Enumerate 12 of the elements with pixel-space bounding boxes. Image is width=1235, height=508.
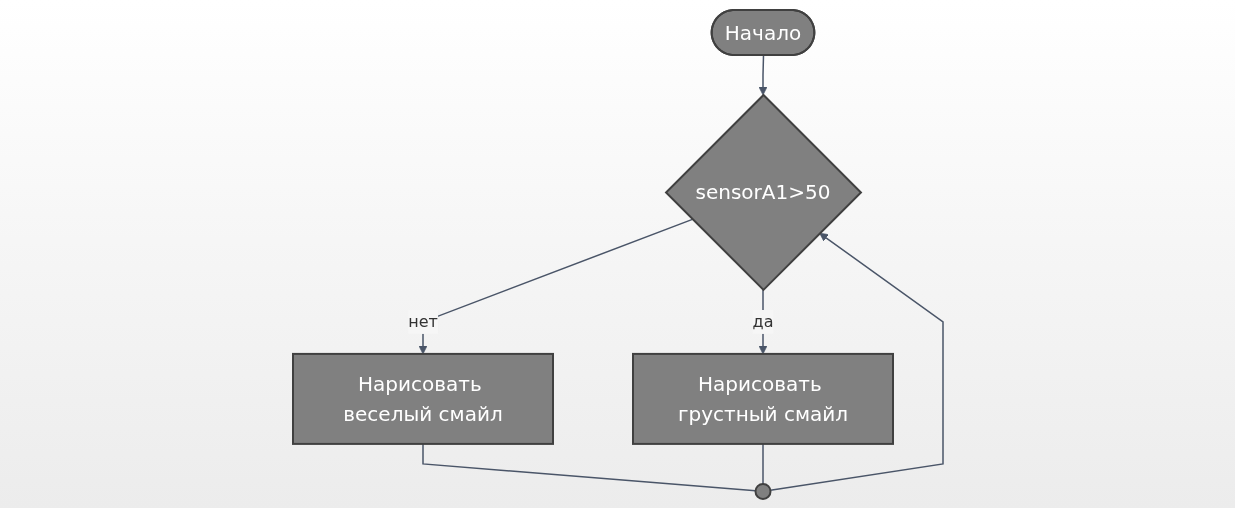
node-diamond: sensorA1>50 — [664, 93, 862, 291]
node-circle — [754, 482, 771, 500]
arrow — [758, 54, 767, 95]
connector — [421, 442, 756, 492]
arrow — [418, 218, 693, 354]
node-box: Нарисовать веселый смайл — [291, 352, 554, 445]
node-box: Нарисовать грустный смайл — [631, 352, 894, 445]
arrow — [758, 288, 767, 354]
edge-label: нет — [407, 311, 438, 331]
connector — [761, 442, 764, 485]
arrow — [769, 232, 944, 491]
edge-label: да — [752, 311, 773, 331]
